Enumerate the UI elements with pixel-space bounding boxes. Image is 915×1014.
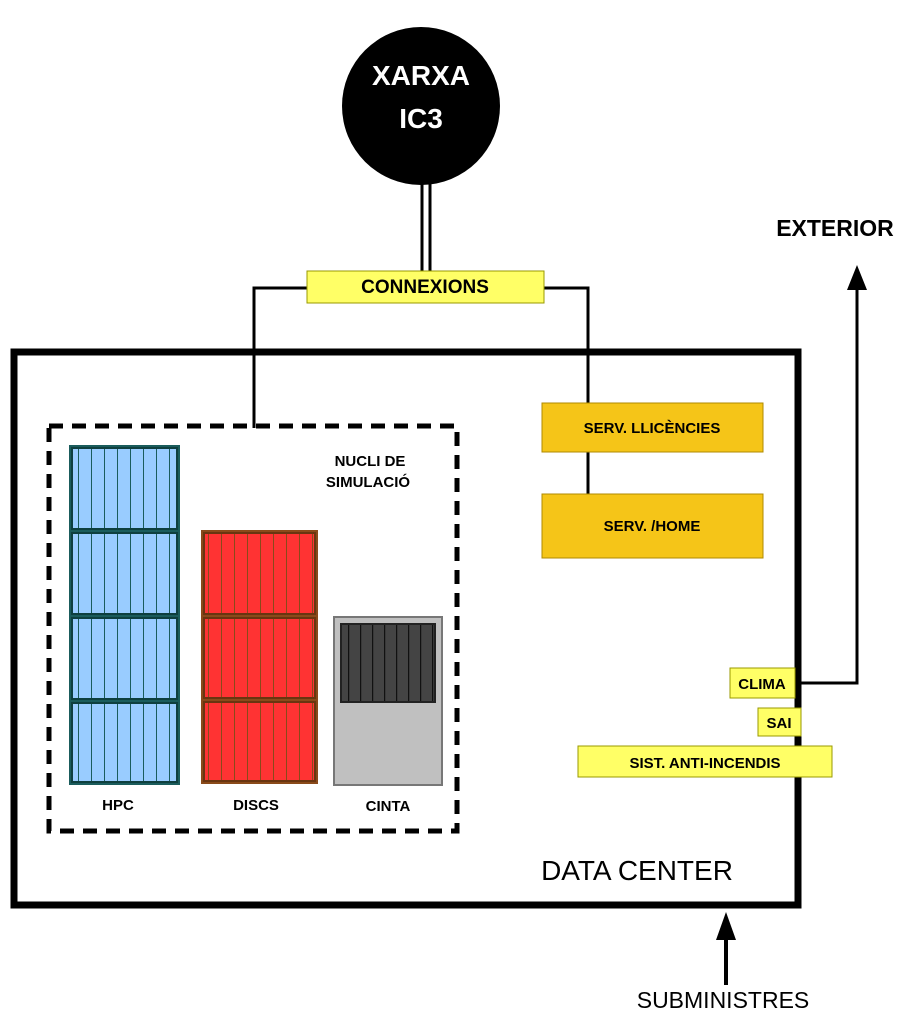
fire-system-label: SIST. ANTI-INCENDIS: [629, 755, 780, 772]
network-label-line2: IC3: [399, 103, 443, 134]
network-node: XARXA IC3: [342, 27, 500, 272]
clima-box: CLIMA: [729, 667, 796, 699]
clima-label: CLIMA: [738, 676, 786, 693]
sai-label: SAI: [766, 715, 791, 732]
hpc-label: HPC: [102, 797, 134, 814]
network-circle: [342, 27, 500, 185]
home-server-label: SERV. /HOME: [604, 518, 701, 535]
data-center-label: DATA CENTER: [541, 855, 733, 886]
fire-system-box: SIST. ANTI-INCENDIS: [577, 745, 833, 778]
sai-box: SAI: [757, 707, 802, 737]
home-server: SERV. /HOME: [541, 493, 764, 559]
license-server-label: SERV. LLICÈNCIES: [584, 420, 721, 437]
hpc-rack: HPC: [69, 445, 180, 814]
cinta-label: CINTA: [366, 798, 411, 815]
core-label-line2: SIMULACIÓ: [326, 473, 410, 491]
exterior-arrow: EXTERIOR: [776, 215, 894, 290]
network-label-line1: XARXA: [372, 60, 470, 91]
data-center-boundary: [10, 348, 802, 909]
exterior-label: EXTERIOR: [776, 215, 894, 241]
simulation-core-boundary: [46, 423, 460, 834]
supplies-arrow: SUBMINISTRES: [637, 912, 810, 1013]
supplies-label: SUBMINISTRES: [637, 987, 810, 1013]
discs-rack: DISCS: [201, 530, 318, 814]
tape-rack: CINTA: [333, 616, 443, 815]
connexions-box: CONNEXIONS: [306, 270, 545, 304]
discs-label: DISCS: [233, 797, 279, 814]
connexions-label: CONNEXIONS: [361, 277, 489, 298]
license-server: SERV. LLICÈNCIES: [541, 402, 764, 453]
connection-lines: [252, 285, 859, 685]
core-label-line1: NUCLI DE: [335, 453, 406, 470]
